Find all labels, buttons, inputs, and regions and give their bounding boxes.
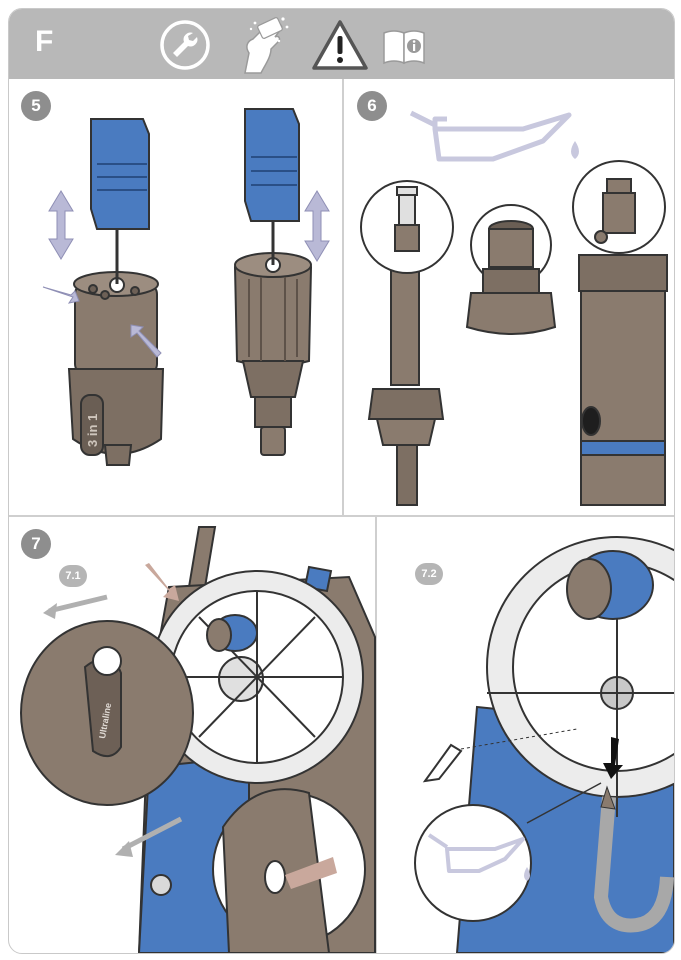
remove-arrow-icon — [43, 603, 57, 619]
double-arrow-icon — [48, 190, 74, 260]
cleaning-hand-icon — [244, 17, 289, 74]
step-badge-5: 5 — [21, 91, 51, 121]
nozzle-cleaning-tool-blue — [244, 108, 300, 265]
step6-illustration — [360, 110, 668, 506]
oil-drop-icon — [524, 867, 530, 881]
zoom-circle — [414, 804, 532, 922]
trigger-gun-pipe — [578, 254, 668, 506]
remove-arrow-icon — [48, 594, 108, 614]
arrow-hint-icon — [42, 286, 80, 304]
press-arrow-icon — [285, 857, 337, 889]
reel-crank-blue — [206, 614, 258, 652]
step-badge-7: 7 — [21, 529, 51, 559]
header-bar: F — [9, 9, 674, 79]
release-slot — [264, 860, 286, 894]
three-in-one-nozzle — [67, 271, 165, 466]
double-arrow-icon — [304, 190, 330, 262]
nozzle-label: 3 in 1 — [85, 414, 100, 447]
sub-step-badge-7-2: 7.2 — [415, 563, 443, 585]
spray-lance — [367, 254, 445, 506]
press-arrow-icon — [145, 563, 179, 601]
arrow-hint-icon — [130, 324, 162, 358]
step7-2-illustration — [414, 536, 674, 953]
nozzle-cleaning-tool-blue — [90, 118, 150, 284]
manual-book-icon — [383, 30, 425, 65]
step-badge-6: 6 — [357, 91, 387, 121]
reel-crank-blue — [566, 550, 654, 620]
hose-fitting — [465, 220, 557, 335]
divider-middle — [9, 515, 674, 517]
step7-1-illustration: Ultraline — [20, 526, 376, 953]
retaining-clip-icon — [422, 743, 463, 783]
divider-top — [342, 79, 344, 515]
warning-icon — [312, 20, 368, 70]
adjustable-nozzle — [233, 252, 313, 456]
instruction-frame: F — [8, 8, 675, 954]
hose-loop — [593, 796, 674, 933]
section-letter: F — [35, 25, 54, 58]
quick-connector — [594, 178, 636, 244]
oil-can-icon — [409, 110, 572, 162]
quick-connector — [394, 186, 420, 252]
remove-arrow-icon — [115, 841, 133, 857]
reel-cover — [20, 620, 194, 806]
step5-illustration: 3 in 1 — [42, 108, 330, 466]
wrench-icon — [160, 20, 210, 70]
oil-can-icon — [427, 833, 525, 873]
remove-arrow-icon — [121, 816, 183, 852]
sub-step-badge-7-1: 7.1 — [59, 565, 87, 587]
oil-drop-icon — [571, 141, 579, 159]
down-arrow-icon — [603, 737, 623, 779]
